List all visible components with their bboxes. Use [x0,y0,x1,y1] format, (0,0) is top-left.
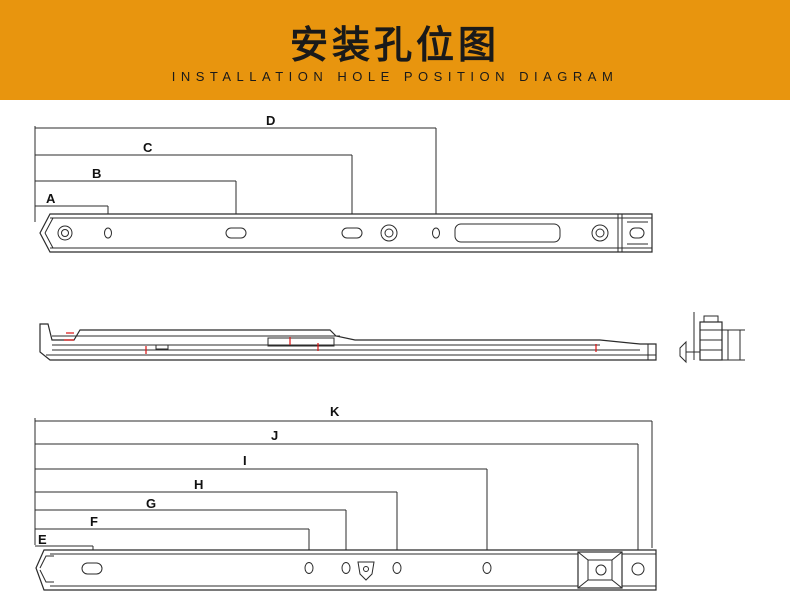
dimension-label-h: H [194,477,203,492]
dimension-label-c: C [143,140,153,155]
dimension-label-f: F [90,514,98,529]
header-banner: 安装孔位图 INSTALLATION HOLE POSITION DIAGRAM [0,0,790,100]
bottom-view: K J I H G F E [34,404,657,591]
bottom-rail [35,549,657,591]
dimension-label-i: I [243,453,247,468]
side-view [39,323,657,361]
dimension-label-j: J [271,428,278,443]
dimension-label-d: D [266,113,275,128]
top-view: D C B A [34,113,653,253]
installation-drawing: D C B A [34,113,745,591]
end-view [679,312,745,364]
top-rail [39,213,653,253]
dimension-label-k: K [330,404,340,419]
dimension-label-e: E [38,532,47,547]
dimension-k: K [34,404,653,548]
page-subtitle: INSTALLATION HOLE POSITION DIAGRAM [171,69,619,84]
dimension-label-b: B [92,166,101,181]
dimension-label-g: G [146,496,156,511]
page-title: 安装孔位图 [289,23,500,67]
dimension-label-a: A [46,191,56,206]
dimension-c: C [35,140,353,225]
dimension-j: J [35,428,639,570]
